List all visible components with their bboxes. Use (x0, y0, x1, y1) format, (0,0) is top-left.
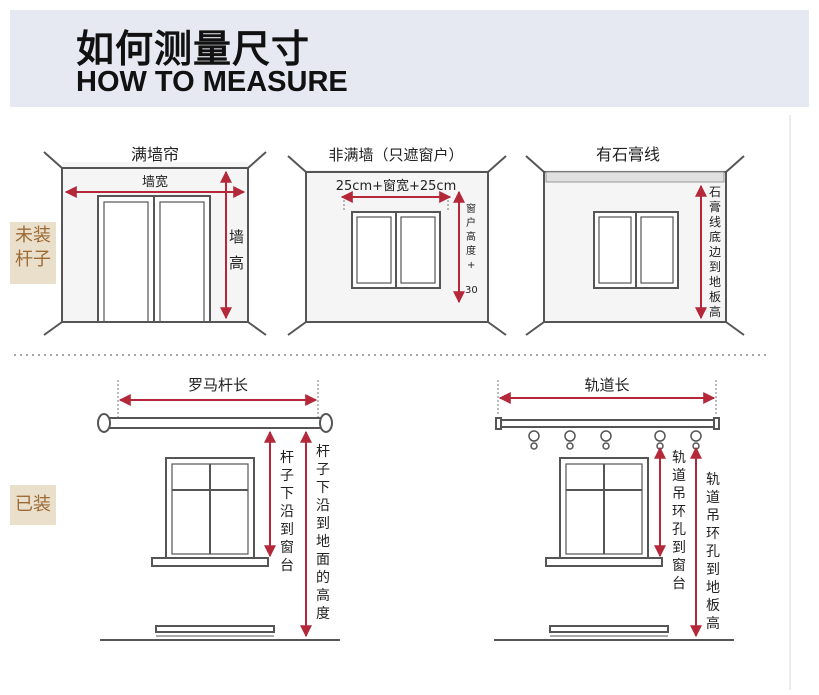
svg-text:孔: 孔 (706, 544, 720, 560)
svg-text:台: 台 (280, 558, 294, 574)
page-title-cn: 如何测量尺寸 (76, 27, 311, 71)
svg-text:道: 道 (672, 468, 686, 484)
svg-text:面: 面 (316, 552, 330, 568)
panel-title: 满墙帘 (131, 145, 179, 164)
svg-text:杆: 杆 (280, 450, 294, 466)
rod-length-label: 罗马杆长 (188, 376, 248, 394)
svg-text:沿: 沿 (280, 504, 294, 520)
track-length-label: 轨道长 (584, 376, 629, 394)
svg-text:边: 边 (709, 245, 721, 259)
svg-text:到: 到 (672, 540, 686, 556)
svg-text:窗: 窗 (280, 539, 294, 556)
wall-width-label: 墙宽 (142, 174, 168, 190)
svg-text:户: 户 (466, 216, 476, 229)
svg-text:度: 度 (316, 606, 330, 622)
door (97, 195, 211, 323)
plaster-molding (545, 171, 725, 183)
svg-text:环: 环 (706, 526, 720, 542)
svg-text:道: 道 (706, 490, 720, 506)
svg-text:膏: 膏 (709, 199, 721, 214)
svg-text:到: 到 (280, 522, 294, 538)
svg-text:轨: 轨 (706, 472, 720, 488)
svg-text:到: 到 (706, 562, 720, 578)
hook-to-floor-label: 轨道吊 环孔到 地板高 (706, 472, 720, 632)
svg-text:高: 高 (709, 304, 721, 319)
window (151, 457, 269, 567)
svg-text:下: 下 (316, 480, 330, 496)
svg-text:孔: 孔 (672, 522, 686, 538)
row-label-not-installed: 未装杆子 (10, 222, 56, 284)
panel-full-wall: 满墙帘 墙宽 墙 高 (43, 145, 267, 336)
wall-height-label-1: 墙 (229, 228, 244, 246)
header-banner: 如何测量尺寸 HOW TO MEASURE (10, 10, 809, 107)
svg-text:轨: 轨 (672, 450, 686, 466)
svg-text:的: 的 (316, 570, 330, 586)
svg-text:窗: 窗 (466, 202, 476, 215)
svg-text:吊: 吊 (706, 508, 720, 524)
roman-rod (97, 413, 333, 433)
window-width-label: 25cm+窗宽+25cm (336, 178, 457, 194)
svg-text:高: 高 (316, 587, 330, 604)
svg-text:地: 地 (706, 580, 720, 596)
panel-track: 轨道长 轨道吊 环孔到 窗台 (494, 376, 734, 641)
svg-text:30: 30 (465, 285, 478, 296)
svg-text:板: 板 (706, 598, 720, 614)
row-label-installed: 已装 (10, 485, 56, 525)
plaster-height-label: 石膏线 底边到 地板高 (709, 185, 721, 319)
svg-text:窗: 窗 (672, 557, 686, 574)
svg-text:沿: 沿 (316, 498, 330, 514)
svg-text:地: 地 (709, 275, 721, 289)
svg-text:子: 子 (316, 462, 330, 478)
svg-text:到: 到 (316, 516, 330, 532)
svg-text:高: 高 (466, 230, 476, 243)
svg-text:子: 子 (280, 468, 294, 484)
svg-text:到: 到 (709, 260, 721, 274)
curtain-track (495, 417, 720, 430)
page-title-en: HOW TO MEASURE (76, 66, 348, 98)
svg-text:杆: 杆 (316, 444, 330, 460)
window (545, 457, 663, 567)
panel-title: 非满墙（只遮窗户） (328, 146, 463, 164)
svg-text:线: 线 (709, 215, 721, 229)
svg-text:下: 下 (280, 486, 294, 502)
svg-text:吊: 吊 (672, 486, 686, 502)
track-hooks (528, 430, 702, 450)
svg-text:底: 底 (709, 229, 721, 244)
svg-text:度: 度 (466, 244, 476, 257)
wall-height-label-2: 高 (229, 254, 244, 272)
svg-text:环: 环 (672, 504, 686, 520)
panel-title: 有石膏线 (596, 145, 660, 164)
svg-text:台: 台 (672, 576, 686, 592)
panel-partial-wall: 非满墙（只遮窗户） 25cm+窗宽+25cm 窗户高 度 +30 (287, 146, 507, 336)
window-height-label: 窗户高 度 +30 (465, 202, 478, 296)
hook-to-sill-label: 轨道吊 环孔到 窗台 (672, 450, 686, 592)
svg-text:地: 地 (316, 534, 330, 550)
svg-text:石: 石 (709, 185, 721, 199)
svg-text:高: 高 (706, 615, 720, 632)
svg-text:+: + (467, 260, 475, 271)
window (351, 211, 441, 289)
panel-plaster-line: 有石膏线 石膏线 底边到 地板高 (525, 145, 745, 336)
window (593, 211, 679, 289)
svg-text:板: 板 (709, 290, 721, 304)
